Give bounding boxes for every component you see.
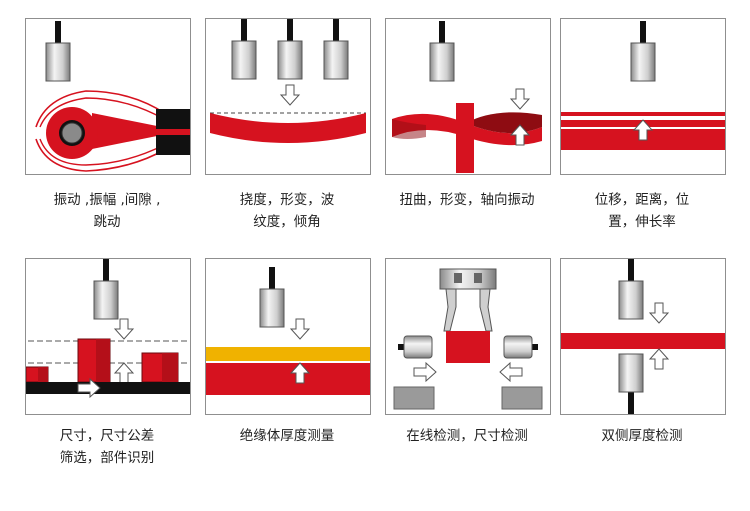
inline-inspection-diagram — [393, 268, 543, 410]
caption-line-1: 扭曲，形变，轴向振动 — [399, 192, 535, 208]
gripper-icon — [439, 268, 497, 332]
dimension-diagram — [26, 259, 190, 398]
double-side-diagram — [561, 259, 725, 414]
caption-panel-2: 挠度，形变，波 纹度，倾角 — [201, 189, 373, 233]
caption-line-2: 置，伸长率 — [608, 214, 676, 230]
panel-double-side — [560, 258, 726, 415]
arrow-icon — [114, 318, 134, 340]
displacement-diagram — [561, 20, 725, 150]
caption-line-1: 绝缘体厚度测量 — [239, 428, 335, 444]
caption-panel-1: 振动 ,振幅 ,间隙 , 跳动 — [21, 189, 193, 233]
caption-line-2: 筛选，部件识别 — [59, 450, 155, 466]
arrow-icon — [114, 362, 134, 384]
panel-inline — [385, 258, 551, 415]
arrow-icon — [413, 362, 437, 382]
deflection-diagram — [210, 19, 366, 143]
caption-panel-6: 绝缘体厚度测量 — [201, 425, 373, 447]
panel-displacement — [560, 18, 726, 175]
caption-panel-5: 尺寸，尺寸公差 筛选，部件识别 — [21, 425, 193, 469]
displacement-sensor-icon — [503, 335, 539, 359]
displacement-sensor-icon — [429, 20, 455, 82]
caption-panel-7: 在线检测，尺寸检测 — [381, 425, 553, 447]
displacement-sensor-icon — [323, 19, 349, 80]
displacement-sensor-icon — [277, 19, 303, 80]
caption-panel-8: 双侧厚度检测 — [556, 425, 728, 447]
panel-deflection — [205, 18, 371, 175]
caption-line-1: 挠度，形变，波 — [239, 192, 335, 208]
panel-insulator — [205, 258, 371, 415]
arrow-icon — [649, 302, 669, 324]
arrow-icon — [280, 84, 300, 106]
arrow-icon — [499, 362, 523, 382]
arrow-icon — [510, 88, 530, 110]
caption-line-1: 振动 ,振幅 ,间隙 , — [53, 192, 161, 208]
displacement-sensor-icon — [259, 266, 285, 328]
caption-line-1: 在线检测，尺寸检测 — [406, 428, 528, 444]
panel-dimension — [25, 258, 191, 415]
torsion-diagram — [392, 20, 542, 173]
arrow-icon — [290, 318, 310, 340]
displacement-sensor-icon — [397, 335, 433, 359]
panel-torsion — [385, 18, 551, 175]
displacement-sensor-icon — [45, 20, 71, 82]
displacement-sensor-icon — [618, 259, 644, 320]
caption-panel-3: 扭曲，形变，轴向振动 — [381, 189, 553, 211]
panel-vibration — [25, 18, 191, 175]
arrow-icon — [649, 348, 669, 370]
vibration-diagram — [35, 20, 190, 172]
insulator-diagram — [206, 266, 370, 395]
caption-line-1: 尺寸，尺寸公差 — [59, 428, 155, 444]
displacement-sensor-icon — [630, 20, 656, 82]
displacement-sensor-icon — [618, 353, 644, 414]
displacement-sensor-icon — [93, 259, 119, 320]
displacement-sensor-icon — [231, 19, 257, 80]
caption-line-1: 双侧厚度检测 — [601, 428, 683, 444]
caption-panel-4: 位移，距离，位 置，伸长率 — [556, 189, 728, 233]
caption-line-2: 纹度，倾角 — [253, 214, 321, 230]
caption-line-1: 位移，距离，位 — [594, 192, 690, 208]
caption-line-2: 跳动 — [93, 214, 121, 230]
